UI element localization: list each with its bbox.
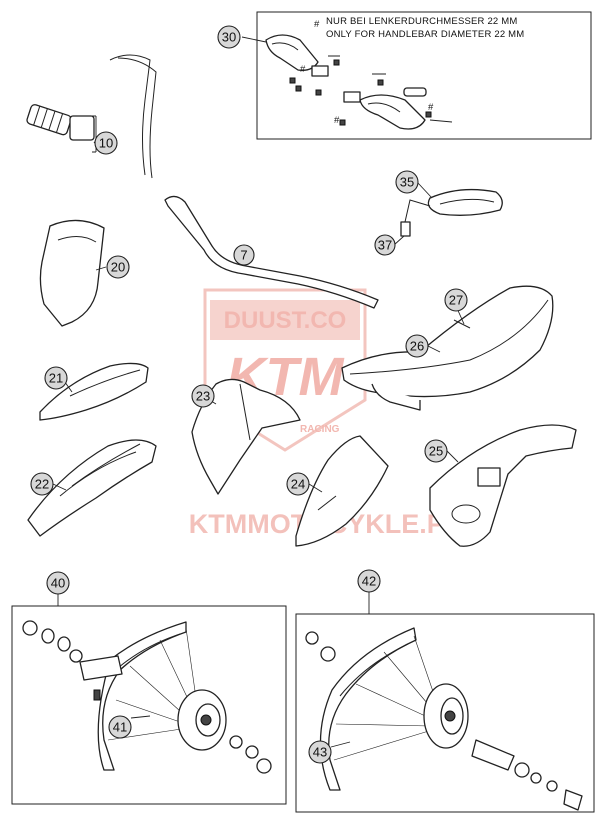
spacer [403, 87, 427, 97]
side-cover [295, 435, 389, 547]
front-axle-spacer [79, 655, 123, 681]
left-handguard [265, 34, 319, 71]
rear-axle-spacer [471, 739, 515, 771]
front-rim [97, 621, 187, 771]
svg-text:#: # [300, 64, 306, 75]
callout-37: 37 [374, 234, 396, 256]
callout-42: 42 [357, 569, 381, 593]
svg-text:24: 24 [291, 477, 305, 492]
throttle-housing [69, 115, 95, 141]
svg-text:27: 27 [449, 293, 463, 308]
tail-bracket [477, 467, 501, 487]
front-fender [39, 362, 149, 421]
callout-30: 30 [217, 25, 241, 49]
headlight-mask [39, 219, 105, 327]
callout-22: 22 [30, 472, 54, 496]
callout-43: 43 [308, 740, 332, 764]
svg-text:23: 23 [196, 389, 210, 404]
throttle-assembly [26, 54, 157, 179]
svg-text:25: 25 [429, 444, 443, 459]
radiator-shroud [191, 378, 301, 495]
right-handguard [359, 94, 426, 130]
svg-text:21: 21 [49, 371, 63, 386]
callout-21: 21 [44, 366, 68, 390]
mirror-head [427, 188, 503, 216]
svg-text:22: 22 [35, 477, 49, 492]
callout-24: 24 [286, 472, 310, 496]
note-symbol: # [314, 19, 320, 30]
rear-axle-nut [563, 789, 583, 811]
svg-text:#: # [334, 115, 340, 126]
svg-text:35: 35 [400, 175, 414, 190]
callout-20: 20 [106, 255, 130, 279]
note-line-en: ONLY FOR HANDLEBAR DIAMETER 22 MM [326, 29, 524, 40]
note-line-de: NUR BEI LENKERDURCHMESSER 22 MM [326, 16, 517, 27]
svg-text:41: 41 [113, 720, 127, 735]
front-wheel-box [11, 605, 287, 805]
grip-rubber [26, 104, 72, 136]
callout-35: 35 [395, 170, 419, 194]
callout-25: 25 [424, 439, 448, 463]
right-clamp [343, 91, 361, 103]
handlebar [164, 195, 379, 309]
svg-text:26: 26 [410, 339, 424, 354]
callout-10: 10 [94, 131, 118, 155]
svg-text:20: 20 [111, 260, 125, 275]
rear-fender-plate [429, 424, 577, 547]
left-clamp [311, 65, 329, 77]
svg-text:7: 7 [240, 248, 247, 263]
svg-text:30: 30 [222, 30, 236, 45]
svg-text:43: 43 [313, 745, 327, 760]
callout-26: 26 [405, 334, 429, 358]
svg-text:37: 37 [378, 238, 392, 253]
watermark-brand: DUUST.CO [224, 307, 347, 334]
rear-wheel-box [295, 613, 595, 813]
callout-41: 41 [108, 715, 132, 739]
svg-text:40: 40 [51, 576, 65, 591]
watermark-logo: DUUST.CO KTM RACING KTMMOTOCYKLE.PL [189, 288, 461, 539]
rear-fender [27, 439, 157, 537]
mirror-adapter [400, 221, 411, 237]
callout-7: 7 [233, 244, 255, 266]
watermark-logo-sub: RACING [300, 424, 340, 435]
handguard-kit-box: # NUR BEI LENKERDURCHMESSER 22 MM ONLY F… [256, 11, 592, 140]
seat-base [371, 383, 421, 411]
callout-23: 23 [191, 384, 215, 408]
svg-text:42: 42 [362, 574, 376, 589]
svg-text:10: 10 [99, 136, 113, 151]
callout-27: 27 [444, 288, 468, 312]
seat-assembly [341, 285, 554, 411]
mirror-assembly [400, 188, 503, 237]
callout-40: 40 [46, 571, 70, 595]
svg-text:#: # [428, 102, 434, 113]
